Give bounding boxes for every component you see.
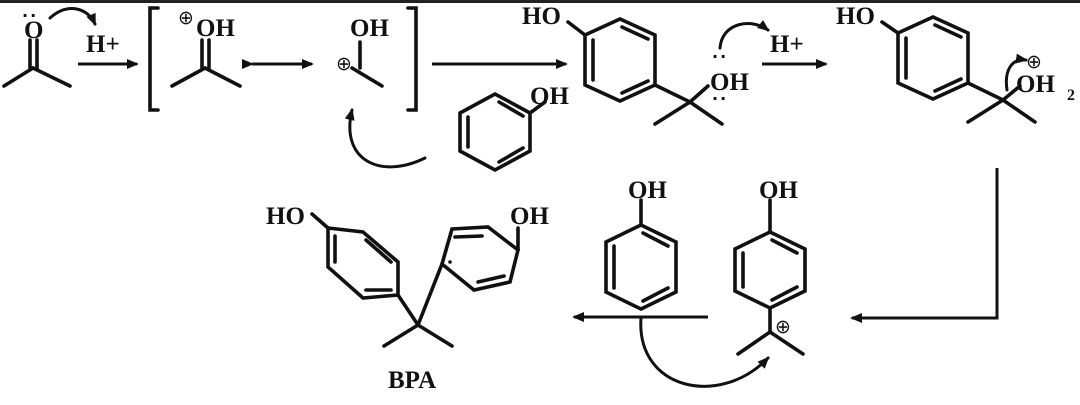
acetone-oxygen-label: O xyxy=(24,17,43,44)
top-border xyxy=(0,0,1080,3)
phenol2-oh-label: OH xyxy=(628,177,667,204)
benzylic-cation-oh-label: OH xyxy=(759,177,798,204)
curly-arrow-protonation xyxy=(48,7,97,26)
curly-arrow-second-protonation xyxy=(718,20,770,50)
connector-arrow xyxy=(850,168,999,323)
curly-arrow-attack xyxy=(344,108,427,169)
curly-arrow-water-loss xyxy=(1004,53,1028,92)
intermediate1-ho-label: HO xyxy=(522,3,561,30)
benzylic-cation-charge: ⊕ xyxy=(775,316,791,338)
lone-pairs-carbinol-bottom: ·· xyxy=(712,89,728,108)
phenol-oh-label: OH xyxy=(530,83,569,110)
protonated-acetone: ⊕ OH xyxy=(170,7,242,88)
protonated-oh-label: OH xyxy=(196,15,235,42)
intermediate2-oh2-label: OH xyxy=(1016,71,1055,98)
bpa-product: HO OH BPA xyxy=(266,203,549,394)
lone-pairs-acetone: ·· xyxy=(22,6,38,25)
bpa-ho-label: HO xyxy=(266,203,305,230)
carbocation-oh-label: OH xyxy=(350,15,389,42)
step1-reagent: H+ xyxy=(86,31,120,58)
lone-pairs-carbinol-top: ·· xyxy=(712,47,728,66)
step2-reagent: H+ xyxy=(770,31,804,58)
oh2-subscript: 2 xyxy=(1067,87,1075,104)
curly-arrow-friedel-crafts xyxy=(639,316,770,388)
bpa-oh-label: OH xyxy=(510,203,549,230)
phenol-second: OH xyxy=(604,177,678,312)
right-bracket xyxy=(406,6,418,112)
phenol-nucleophile: OH xyxy=(458,83,569,173)
benzylic-cation: OH ⊕ xyxy=(733,177,807,356)
product-name: BPA xyxy=(388,367,436,394)
carbinol-intermediate: HO ·· OH ·· xyxy=(522,3,749,126)
oxonium-charge-2: ⊕ xyxy=(1026,51,1042,73)
oxonium-intermediate: HO ⊕ OH 2 xyxy=(836,3,1075,124)
left-bracket xyxy=(148,6,160,112)
acetone: ·· O xyxy=(2,6,72,88)
intermediate1-oh-label: OH xyxy=(710,69,749,96)
intermediate2-ho-label: HO xyxy=(836,3,875,30)
carbocation-charge: ⊕ xyxy=(336,53,352,75)
carbocation-resonance-form: OH ⊕ xyxy=(336,15,389,88)
oxonium-charge: ⊕ xyxy=(178,7,194,29)
